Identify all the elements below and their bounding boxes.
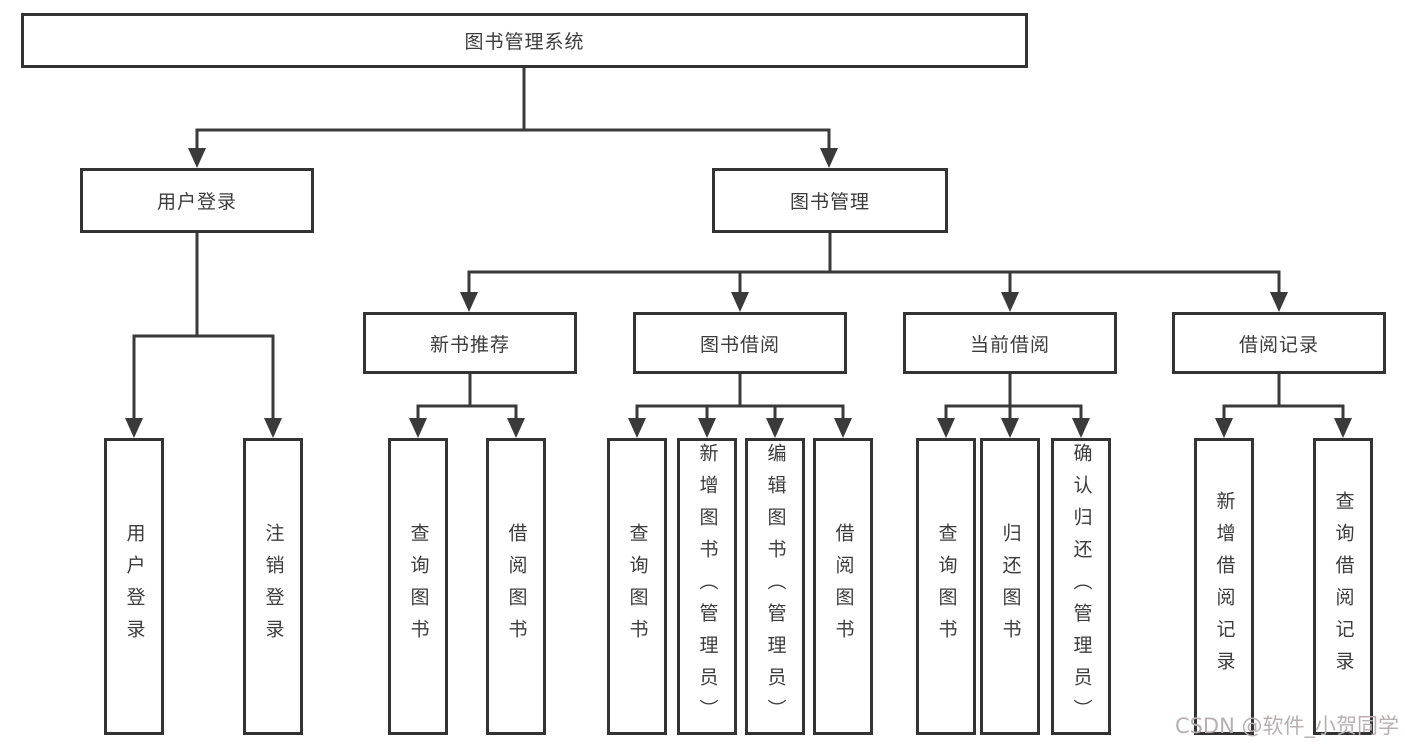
node-label: 查询借阅记录: [1332, 490, 1355, 683]
node-label: 图书管理系统: [464, 31, 585, 53]
node-new-book-recommend: 新书推荐: [363, 312, 577, 374]
leaf-borrow-books: 借阅图书: [813, 438, 873, 735]
leaf-query-books-current: 查询图书: [916, 438, 976, 735]
node-label: 用户登录: [123, 522, 146, 651]
node-label: 借阅图书: [832, 522, 855, 651]
node-label: 图书借阅: [699, 333, 780, 356]
leaf-add-books-admin: 新增图书（管理员）: [677, 438, 737, 735]
node-label: 查询图书: [935, 522, 958, 651]
node-label: 归还图书: [999, 522, 1022, 651]
node-label: 借阅记录: [1238, 333, 1319, 356]
leaf-query-books-borrow: 查询图书: [607, 438, 667, 735]
node-label: 编辑图书（管理员）: [764, 442, 787, 731]
connector-borrow-records-group: [1222, 374, 1345, 420]
node-book-borrow: 图书借阅: [633, 312, 847, 374]
connector-current-borrow-group: [944, 374, 1083, 420]
node-label: 用户登录: [156, 191, 237, 213]
leaf-logout: 注销登录: [243, 438, 303, 735]
leaf-edit-books-admin: 编辑图书（管理员）: [745, 438, 805, 735]
node-label: 借阅图书: [505, 522, 528, 651]
leaf-borrow-books-recommend: 借阅图书: [486, 438, 546, 735]
node-label: 查询图书: [626, 522, 649, 651]
node-label: 新增图书（管理员）: [696, 442, 719, 731]
leaf-add-borrow-record: 新增借阅记录: [1194, 438, 1254, 735]
node-user-login: 用户登录: [80, 168, 314, 233]
leaf-return-books: 归还图书: [980, 438, 1040, 735]
leaf-user-login: 用户登录: [104, 438, 164, 735]
connector-root-to-level2: [195, 68, 831, 150]
leaf-confirm-return-admin: 确认归还（管理员）: [1051, 438, 1111, 735]
node-book-management: 图书管理: [712, 168, 948, 233]
node-label: 新书推荐: [429, 333, 510, 356]
connector-book-management-to-level3: [467, 233, 1281, 294]
node-library-management-system: 图书管理系统: [21, 13, 1028, 68]
connector-book-borrow-group: [635, 374, 845, 420]
csdn-watermark: CSDN @软件_小贺同学: [1174, 714, 1399, 738]
leaf-query-borrow-record: 查询借阅记录: [1313, 438, 1373, 735]
node-label: 当前借阅: [969, 333, 1050, 356]
connector-new-book-group: [416, 374, 518, 420]
node-label: 新增借阅记录: [1213, 490, 1236, 683]
node-label: 注销登录: [262, 522, 285, 651]
node-label: 图书管理: [789, 191, 870, 213]
node-borrow-records: 借阅记录: [1172, 312, 1386, 374]
node-label: 查询图书: [407, 522, 430, 651]
node-label: 确认归还（管理员）: [1070, 442, 1093, 731]
node-current-borrow: 当前借阅: [903, 312, 1117, 374]
leaf-query-books-recommend: 查询图书: [388, 438, 448, 735]
connector-user-login-group: [132, 233, 275, 420]
